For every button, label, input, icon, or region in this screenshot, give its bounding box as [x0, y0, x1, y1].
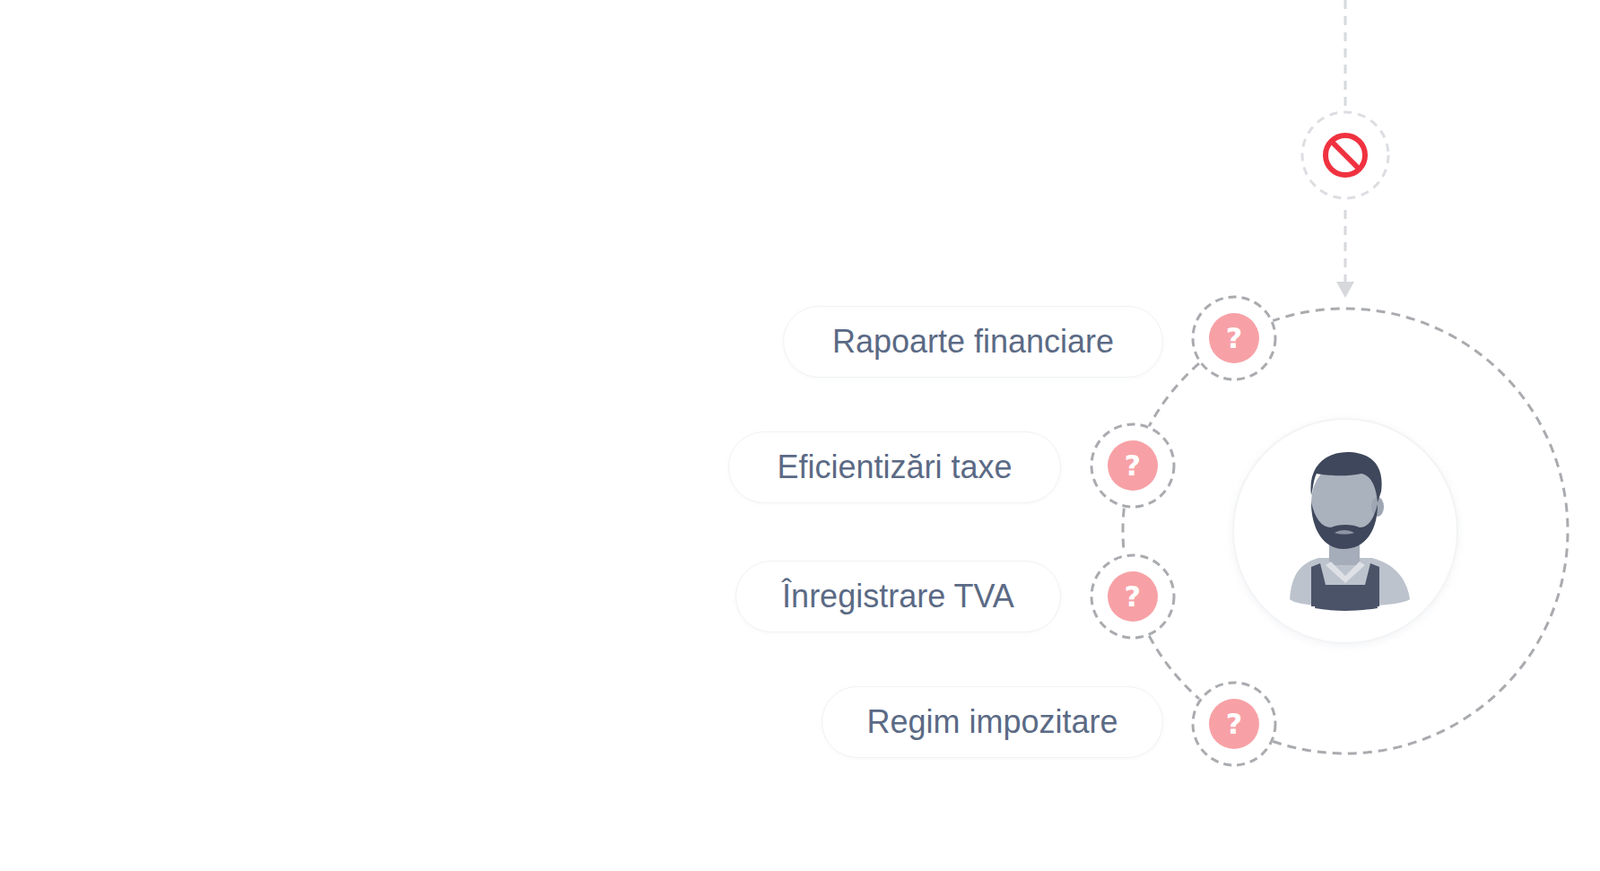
flow-line [1344, 209, 1348, 284]
topic-label: Înregistrare TVA [782, 578, 1015, 615]
arrow-head [1336, 281, 1355, 298]
question-node: ? [1089, 553, 1176, 640]
avatar-person [1289, 452, 1410, 611]
topic-pill: Regim impozitare [821, 686, 1164, 758]
avatar-circle [1233, 418, 1458, 644]
question-node: ? [1191, 680, 1278, 767]
question-mark: ? [1226, 706, 1244, 741]
topic-label: Rapoarte financiare [832, 323, 1114, 360]
topic-pill: Înregistrare TVA [735, 560, 1061, 633]
topic-pill: Eficientizări taxe [728, 431, 1061, 504]
topic-label: Regim impozitare [866, 704, 1118, 740]
topic-pill: Rapoarte financiare [782, 305, 1164, 378]
topic-label: Eficientizări taxe [776, 449, 1012, 486]
orbit-connector [1148, 363, 1200, 427]
question-mark: ? [1124, 579, 1142, 614]
blocked-ring [1302, 112, 1389, 199]
blocked-icon [1331, 141, 1359, 169]
question-node: ? [1089, 422, 1176, 509]
orbit-connector [1122, 508, 1124, 555]
question-mark: ? [1124, 448, 1142, 483]
question-node: ? [1191, 295, 1278, 382]
orbit-connector [1148, 635, 1200, 699]
blocked-icon [1325, 135, 1366, 175]
question-mark: ? [1226, 321, 1244, 356]
flow-line [1344, 0, 1348, 106]
